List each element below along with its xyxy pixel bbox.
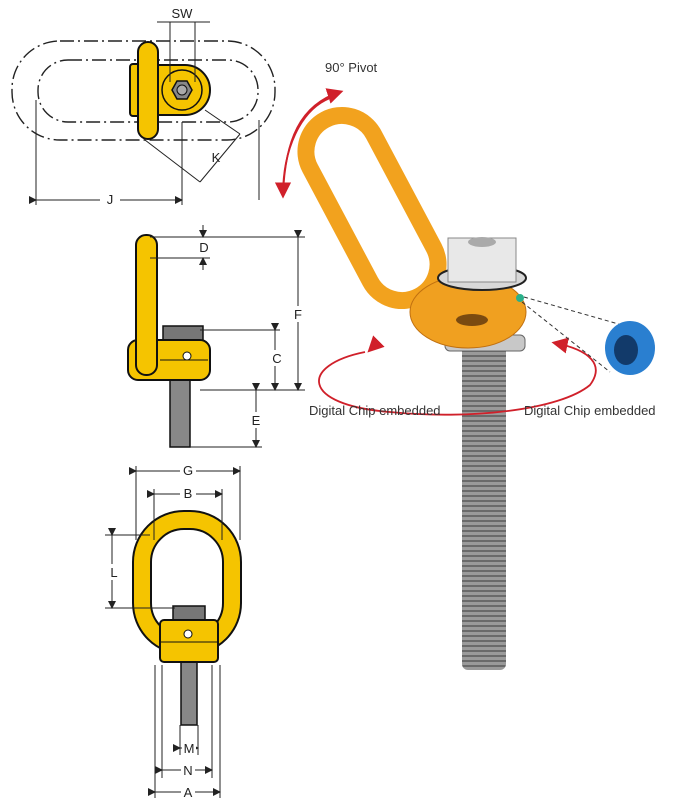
product-photo: 90° Pivot Digital Chip embedded Digital …	[274, 60, 656, 670]
ring-outline-outer	[11, 40, 276, 141]
ring-bar	[135, 234, 158, 376]
dim-label-d: D	[199, 240, 208, 255]
top-view: SW K J	[11, 6, 276, 207]
dim-label-m: M	[184, 741, 195, 756]
rotation-arrow	[318, 337, 597, 416]
side-view: D F C E	[127, 225, 305, 448]
dim-label-j: J	[107, 192, 114, 207]
dim-label-e: E	[252, 413, 261, 428]
dim-label-g: G	[183, 463, 193, 478]
swivel-body	[159, 619, 219, 663]
dim-label-f: F	[294, 307, 302, 322]
front-view: G B L M N A	[105, 463, 242, 800]
orange-ring	[297, 106, 447, 310]
shaft	[169, 379, 191, 448]
dim-label-sw: SW	[172, 6, 194, 21]
dim-label-b: B	[184, 486, 193, 501]
dim-label-k: K	[212, 150, 221, 165]
shaft	[180, 659, 198, 726]
dim-label-c: C	[272, 351, 281, 366]
dim-label-a: A	[184, 785, 193, 800]
chip-caption-right: Digital Chip embedded	[524, 403, 656, 418]
ring-bar	[137, 41, 159, 140]
chip-caption-left: Digital Chip embedded	[309, 403, 441, 418]
dim-label-l: L	[110, 565, 117, 580]
dim-label-n: N	[183, 763, 192, 778]
threaded-shaft	[462, 345, 506, 670]
pivot-caption: 90° Pivot	[325, 60, 378, 75]
